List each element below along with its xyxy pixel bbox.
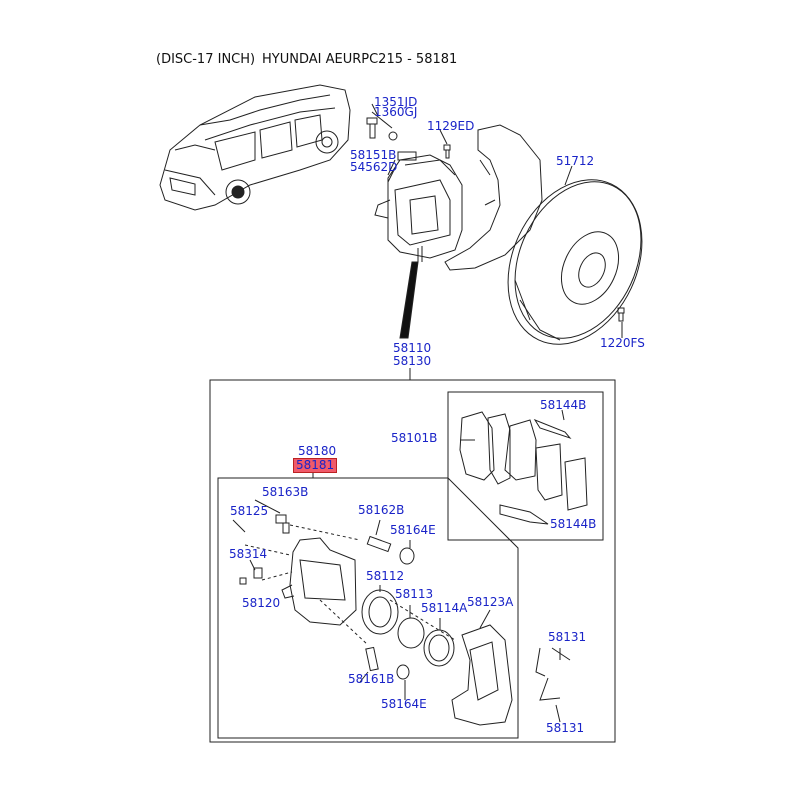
bolt-1220fs-illustration — [617, 307, 625, 322]
part-label-1351jd[interactable]: 1351JD — [374, 95, 418, 109]
part-label-58161b[interactable]: 58161B — [348, 672, 395, 686]
model-part-title: HYUNDAI AEURPC215 - 58181 — [262, 52, 458, 67]
dust-shield-illustration — [444, 124, 543, 271]
part-label-58180[interactable]: 58180 — [298, 444, 337, 458]
caliper-assembly-illustration — [374, 151, 463, 262]
assembly-frame — [209, 379, 616, 743]
part-label-1360gj[interactable]: 1360GJ — [374, 105, 418, 119]
bolt-1129ed-illustration — [443, 144, 451, 159]
part-label-51712[interactable]: 51712 — [556, 154, 595, 168]
part-label-58101b[interactable]: 58101B — [391, 431, 438, 445]
part-label-58181-highlighted[interactable]: 58181 — [293, 458, 338, 473]
part-label-58125[interactable]: 58125 — [230, 504, 269, 518]
brake-disc-illustration — [507, 179, 643, 345]
part-label-58164e-bottom[interactable]: 58164E — [381, 697, 427, 711]
part-label-58144b-top[interactable]: 58144B — [540, 398, 587, 412]
part-label-58131-top[interactable]: 58131 — [548, 630, 587, 644]
part-label-58144b-bottom[interactable]: 58144B — [550, 517, 597, 531]
pad-kit-illustration — [459, 409, 588, 525]
part-label-58151b[interactable]: 58151B — [350, 148, 397, 162]
car-illustration — [159, 84, 351, 211]
part-label-58131-bottom[interactable]: 58131 — [546, 721, 585, 735]
caliper-parts-illustration — [239, 514, 513, 726]
part-label-58314[interactable]: 58314 — [229, 547, 268, 561]
part-label-58113[interactable]: 58113 — [395, 587, 434, 601]
part-label-58163b[interactable]: 58163B — [262, 485, 309, 499]
part-label-54562d[interactable]: 54562D — [350, 160, 398, 174]
washer-1360gj-illustration — [388, 131, 398, 141]
part-label-1129ed[interactable]: 1129ED — [427, 119, 475, 133]
part-label-58114a[interactable]: 58114A — [421, 601, 468, 615]
part-label-58120[interactable]: 58120 — [242, 596, 281, 610]
part-label-58130[interactable]: 58130 — [393, 354, 432, 368]
caliper-box — [217, 477, 519, 739]
pad-kit-box — [447, 391, 604, 541]
part-label-58110[interactable]: 58110 — [393, 341, 432, 355]
bolt-1351jd-illustration — [366, 117, 378, 139]
part-label-58164e-top[interactable]: 58164E — [390, 523, 436, 537]
part-label-58123a[interactable]: 58123A — [467, 595, 514, 609]
part-label-58162b[interactable]: 58162B — [358, 503, 405, 517]
clip-58131-illustration — [535, 647, 571, 701]
spec-title: (DISC-17 INCH) — [156, 52, 256, 67]
part-label-1220fs[interactable]: 1220FS — [600, 336, 645, 350]
part-label-58112[interactable]: 58112 — [366, 569, 405, 583]
